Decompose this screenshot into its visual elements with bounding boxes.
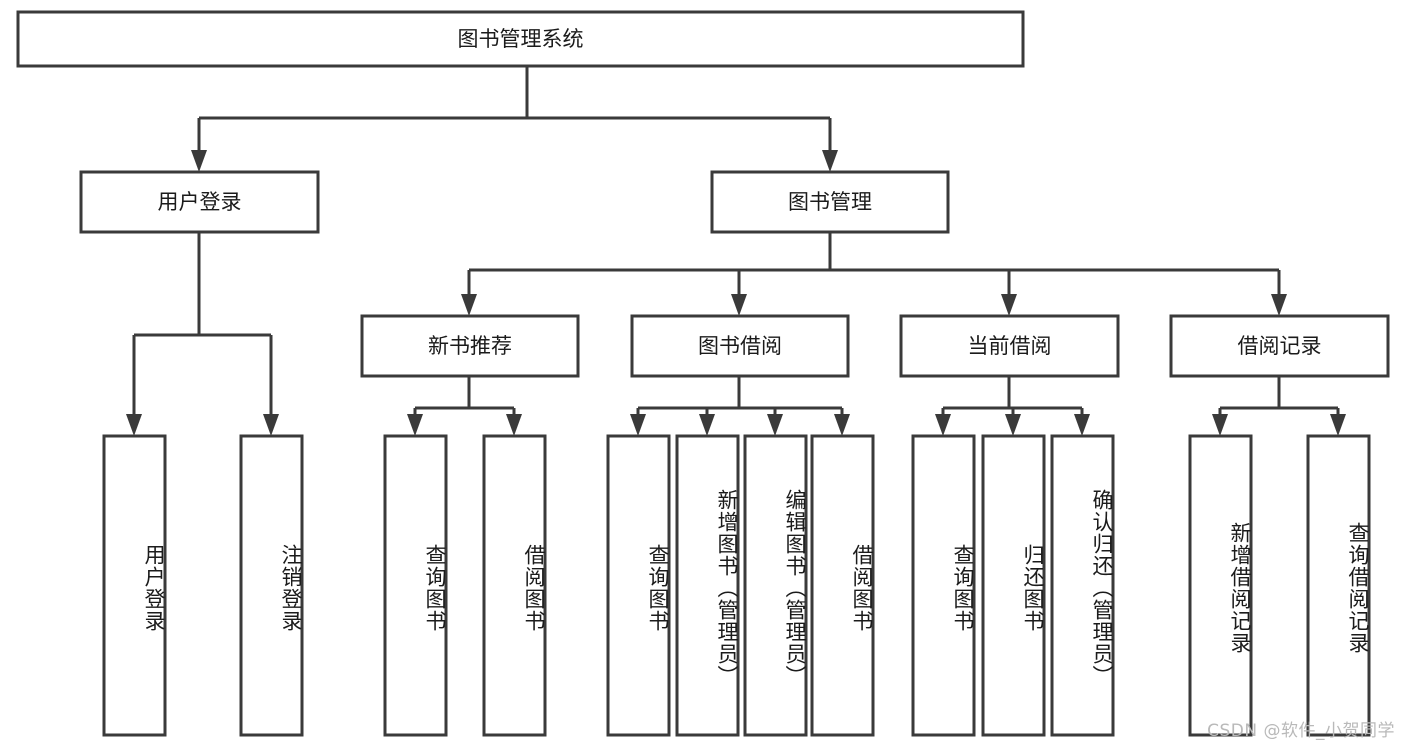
node-leaf-query-book-recommend[interactable] — [383, 434, 448, 737]
node-box-root[interactable] — [16, 10, 1025, 68]
node-book-management[interactable]: 图书管理 — [710, 170, 950, 234]
connector-user-login-to-leaves — [126, 232, 279, 436]
node-box-leaf-query-book-borrow[interactable] — [606, 434, 671, 737]
connector-current-borrow-to-leaves — [935, 376, 1090, 436]
node-leaf-query-book-borrow[interactable] — [606, 434, 671, 737]
node-label-root: 图书管理系统 — [458, 27, 584, 51]
node-box-book-management[interactable] — [710, 170, 950, 234]
node-box-current-borrow[interactable] — [899, 314, 1120, 378]
node-label-new-book-recommend: 新书推荐 — [428, 334, 512, 358]
arrow-head-icon — [407, 414, 423, 436]
arrow-head-icon — [1005, 414, 1021, 436]
connector-book-management-to-level2 — [461, 232, 1287, 316]
node-box-borrow-records[interactable] — [1169, 314, 1390, 378]
arrow-head-icon — [1330, 414, 1346, 436]
connector-book-borrow-to-leaves — [630, 376, 850, 436]
node-label-book-management: 图书管理 — [788, 190, 872, 214]
node-label-user-login: 用户登录 — [158, 190, 242, 214]
node-leaf-borrow-book[interactable] — [810, 434, 875, 737]
node-borrow-records[interactable]: 借阅记录 — [1169, 314, 1390, 378]
watermark-text: CSDN @软件_小贺同学 — [1207, 721, 1395, 741]
arrow-head-icon — [731, 294, 747, 316]
connector-new-book-recommend-to-leaves — [407, 376, 522, 436]
arrow-head-icon — [767, 414, 783, 436]
node-box-user-login[interactable] — [79, 170, 320, 234]
connector-root-to-level1 — [191, 66, 838, 172]
node-label-book-borrow: 图书借阅 — [698, 334, 782, 358]
arrow-head-icon — [822, 150, 838, 172]
arrow-head-icon — [1001, 294, 1017, 316]
node-box-leaf-query-borrow-record[interactable] — [1306, 434, 1371, 737]
arrow-head-icon — [935, 414, 951, 436]
node-leaf-add-borrow-record[interactable] — [1188, 434, 1253, 737]
node-leaf-query-borrow-record[interactable] — [1306, 434, 1371, 737]
arrow-head-icon — [263, 414, 279, 436]
node-box-leaf-borrow-book[interactable] — [810, 434, 875, 737]
node-label-current-borrow: 当前借阅 — [968, 334, 1052, 358]
node-box-leaf-return-book[interactable] — [981, 434, 1046, 737]
node-book-borrow[interactable]: 图书借阅 — [630, 314, 850, 378]
node-user-login[interactable]: 用户登录 — [79, 170, 320, 234]
node-label-borrow-records: 借阅记录 — [1238, 334, 1322, 358]
node-box-leaf-add-book[interactable] — [675, 434, 740, 737]
node-leaf-query-book-current[interactable] — [911, 434, 976, 737]
arrow-head-icon — [1212, 414, 1228, 436]
node-root[interactable]: 图书管理系统 — [16, 10, 1025, 68]
arrow-head-icon — [1271, 294, 1287, 316]
node-box-new-book-recommend[interactable] — [360, 314, 580, 378]
node-leaf-borrow-book-recommend[interactable] — [482, 434, 547, 737]
arrow-head-icon — [506, 414, 522, 436]
node-box-leaf-confirm-return[interactable] — [1050, 434, 1115, 737]
node-box-leaf-borrow-book-recommend[interactable] — [482, 434, 547, 737]
node-leaf-user-login[interactable] — [102, 434, 167, 737]
arrow-head-icon — [630, 414, 646, 436]
node-current-borrow[interactable]: 当前借阅 — [899, 314, 1120, 378]
node-box-leaf-logout[interactable] — [239, 434, 304, 737]
node-box-leaf-query-book-recommend[interactable] — [383, 434, 448, 737]
node-box-leaf-add-borrow-record[interactable] — [1188, 434, 1253, 737]
arrow-head-icon — [834, 414, 850, 436]
node-box-leaf-user-login[interactable] — [102, 434, 167, 737]
arrow-head-icon — [699, 414, 715, 436]
node-leaf-add-book[interactable] — [675, 434, 740, 737]
arrow-head-icon — [461, 294, 477, 316]
node-new-book-recommend[interactable]: 新书推荐 — [360, 314, 580, 378]
node-box-leaf-query-book-current[interactable] — [911, 434, 976, 737]
node-leaf-edit-book[interactable] — [743, 434, 808, 737]
node-box-leaf-edit-book[interactable] — [743, 434, 808, 737]
node-box-book-borrow[interactable] — [630, 314, 850, 378]
connector-borrow-records-to-leaves — [1212, 376, 1346, 436]
arrow-head-icon — [1074, 414, 1090, 436]
node-leaf-return-book[interactable] — [981, 434, 1046, 737]
node-leaf-confirm-return[interactable] — [1050, 434, 1115, 737]
node-leaf-logout[interactable] — [239, 434, 304, 737]
arrow-head-icon — [191, 150, 207, 172]
connectors-layer — [126, 66, 1346, 436]
arrow-head-icon — [126, 414, 142, 436]
